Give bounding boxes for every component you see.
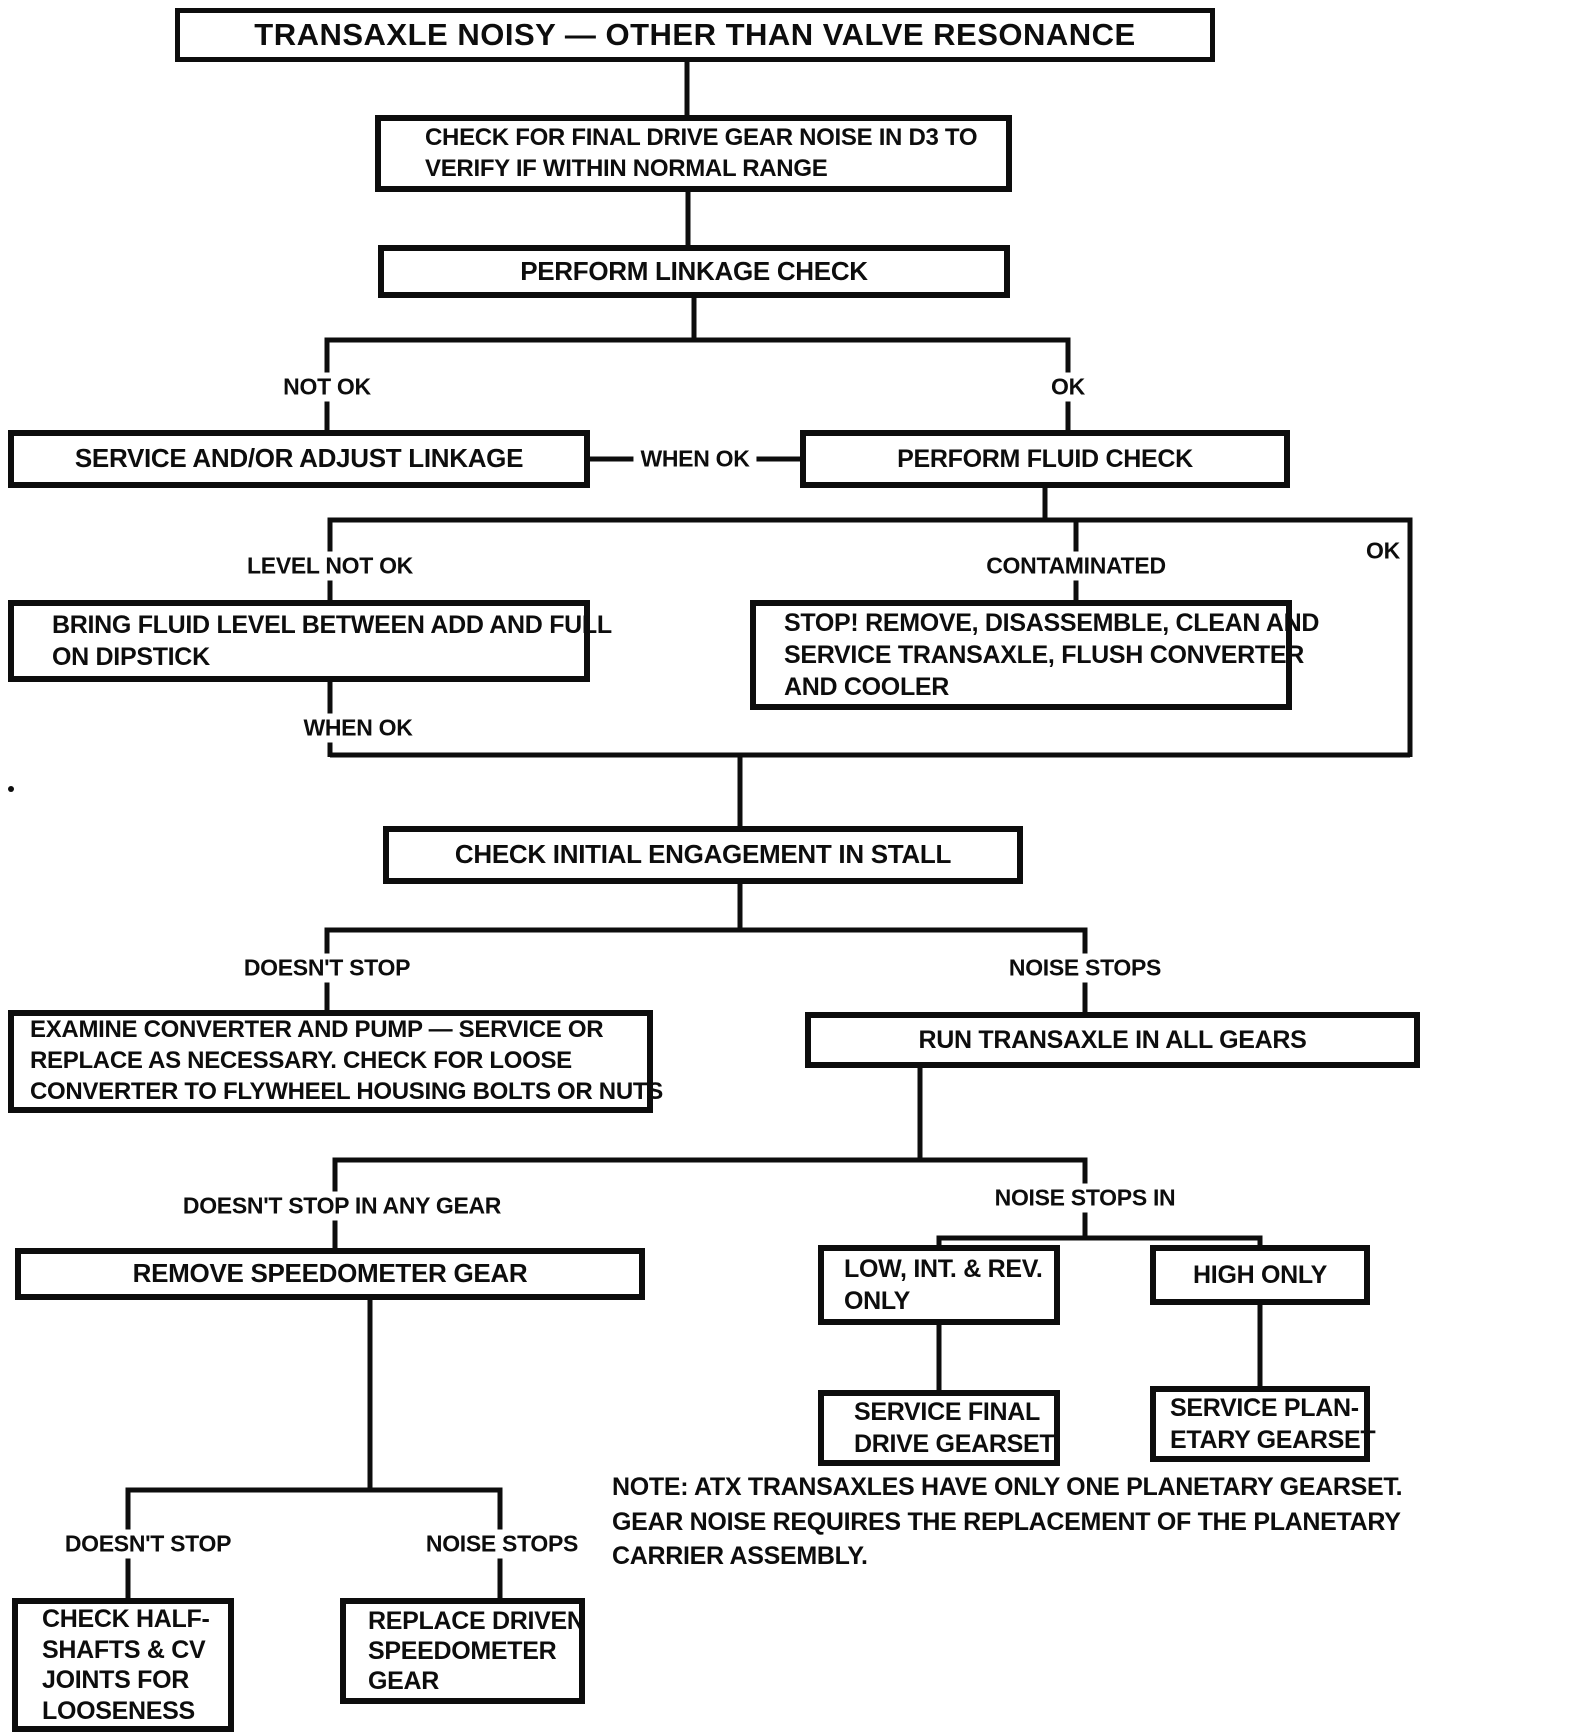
edge-label-doesnt-stop-2: DOESN'T STOP bbox=[57, 1529, 239, 1559]
edge-label-level-not-ok: LEVEL NOT OK bbox=[240, 551, 420, 581]
node-perform-linkage-check: PERFORM LINKAGE CHECK bbox=[378, 245, 1010, 298]
stray-mark bbox=[8, 786, 14, 792]
edge-label-noise-stops-in: NOISE STOPS IN bbox=[987, 1183, 1183, 1213]
node-run-transaxle-all-gears: RUN TRANSAXLE IN ALL GEARS bbox=[805, 1012, 1420, 1068]
node-check-initial-engagement: CHECK INITIAL ENGAGEMENT IN STALL bbox=[383, 826, 1023, 884]
node-check-final-drive: CHECK FOR FINAL DRIVE GEAR NOISE IN D3 T… bbox=[375, 115, 1012, 192]
node-high-only: HIGH ONLY bbox=[1150, 1245, 1370, 1305]
edge-label-doesnt-stop-any-gear: DOESN'T STOP IN ANY GEAR bbox=[175, 1191, 509, 1221]
node-replace-driven-speedometer: REPLACE DRIVEN SPEEDOMETER GEAR bbox=[340, 1598, 585, 1704]
node-service-final-drive-gearset: SERVICE FINAL DRIVE GEARSET bbox=[818, 1390, 1060, 1466]
node-low-int-rev-only: LOW, INT. & REV. ONLY bbox=[818, 1245, 1060, 1325]
node-bring-fluid-level: BRING FLUID LEVEL BETWEEN ADD AND FULL O… bbox=[8, 600, 612, 682]
node-title: TRANSAXLE NOISY — OTHER THAN VALVE RESON… bbox=[175, 8, 1215, 62]
edge-label-noise-stops-2: NOISE STOPS bbox=[418, 1529, 586, 1559]
edge-label-doesnt-stop-1: DOESN'T STOP bbox=[236, 953, 418, 983]
node-service-adjust-linkage: SERVICE AND/OR ADJUST LINKAGE bbox=[8, 430, 590, 488]
note-text: NOTE: ATX TRANSAXLES HAVE ONLY ONE PLANE… bbox=[612, 1473, 1403, 1570]
node-stop-remove-disassemble: STOP! REMOVE, DISASSEMBLE, CLEAN AND SER… bbox=[750, 600, 1319, 710]
edge-label-when-ok-2: WHEN OK bbox=[296, 713, 420, 743]
node-check-half-shafts: CHECK HALF- SHAFTS & CV JOINTS FOR LOOSE… bbox=[12, 1598, 234, 1732]
edge-label-when-ok-1: WHEN OK bbox=[633, 444, 757, 474]
edge-label-not-ok: NOT OK bbox=[276, 372, 378, 402]
edge-label-contaminated: CONTAMINATED bbox=[979, 551, 1173, 581]
node-examine-converter-pump: EXAMINE CONVERTER AND PUMP — SERVICE OR … bbox=[8, 1010, 663, 1113]
edge-label-ok-1: OK bbox=[1044, 372, 1092, 402]
node-perform-fluid-check: PERFORM FLUID CHECK bbox=[800, 430, 1290, 488]
node-service-planetary-gearset: SERVICE PLAN- ETARY GEARSET bbox=[1150, 1386, 1376, 1462]
node-remove-speedometer-gear: REMOVE SPEEDOMETER GEAR bbox=[15, 1248, 645, 1300]
node-title-text: TRANSAXLE NOISY — OTHER THAN VALVE RESON… bbox=[254, 17, 1136, 53]
edge-label-noise-stops-1: NOISE STOPS bbox=[1001, 953, 1169, 983]
edge-label-ok-2: OK bbox=[1359, 536, 1407, 566]
